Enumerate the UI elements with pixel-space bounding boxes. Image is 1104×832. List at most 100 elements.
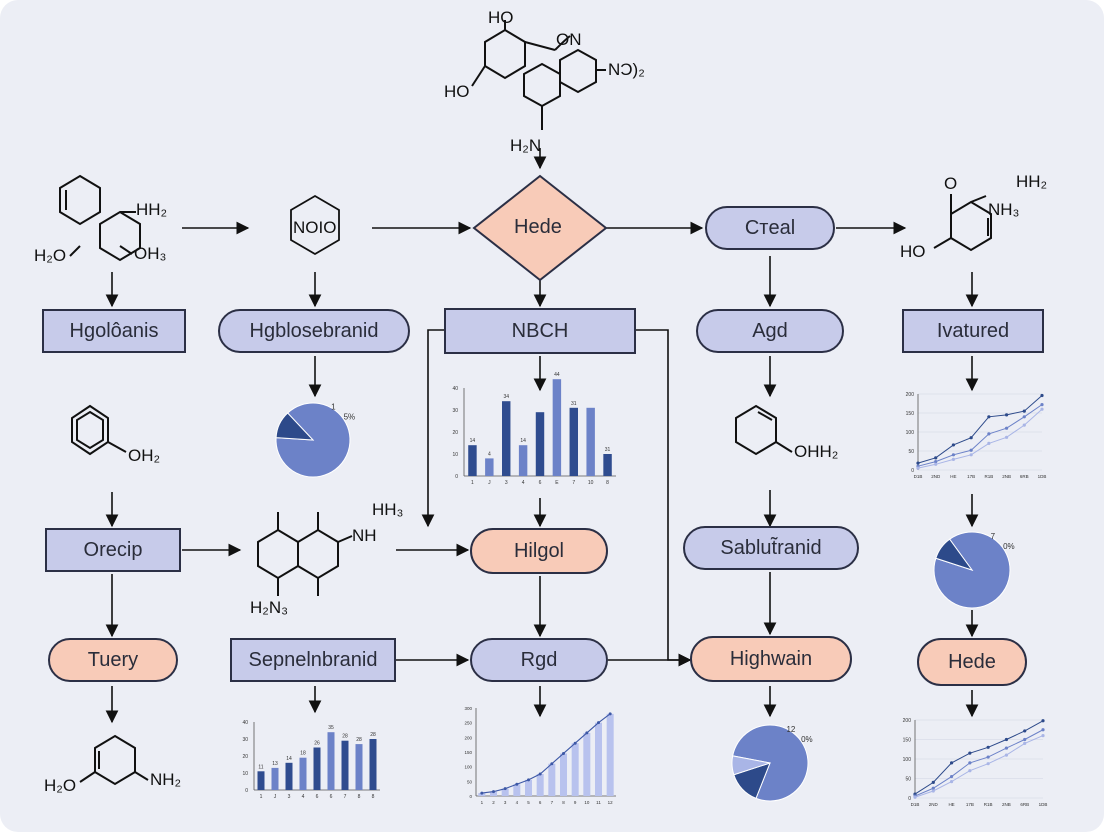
y-tick-label: 0 [911,468,914,474]
x-tick-label: 2ND [931,474,941,479]
x-tick-label: 3 [505,480,508,486]
data-point [1040,407,1044,411]
node-orecip[interactable]: Orecip [45,528,181,572]
pie-label: 0% [801,735,813,744]
data-point [987,432,991,436]
pie-label: 5% [344,413,356,422]
y-tick-label: 0 [455,474,458,480]
data-point [949,774,954,779]
x-tick-label: 7 [551,800,554,805]
bar [271,767,279,790]
node-hgolbanis[interactable]: Hgolôanis [42,309,186,353]
data-point [951,443,956,447]
x-tick-label: 12 [608,800,614,805]
bar-data-label: 4 [488,451,491,457]
x-tick-label: D1B [911,802,920,807]
molecule-bottom [79,734,149,786]
data-point [608,712,612,716]
pie-chart-hgblosebranid: 15% [275,402,356,478]
bar-data-label: 28 [370,732,376,738]
x-tick-label: J [274,794,277,800]
data-point [1004,746,1009,750]
data-point [986,755,990,759]
x-tick-label: 4 [522,480,525,486]
node-ivatured[interactable]: Ivatured [902,309,1044,353]
molecule-top-center [471,20,606,130]
node-creal[interactable]: Cтeal [705,206,835,250]
pie-label: 0% [1003,542,1015,551]
data-point [527,778,530,782]
bar-data-label: 35 [328,725,334,731]
data-point [480,791,484,795]
data-point [1023,741,1027,746]
x-tick-label: 8 [358,794,361,800]
data-point [1041,728,1045,732]
pie-chart-highwain: 120% [731,724,813,802]
bar [548,763,556,796]
node-sepnelnbranid[interactable]: Sepnelnbranid [230,638,396,682]
node-hilgol[interactable]: Hilgol [470,528,608,574]
data-point [1023,729,1027,733]
bar [535,412,545,476]
x-tick-label: 1 [260,794,263,800]
y-tick-label: 150 [906,411,915,417]
node-highwain[interactable]: Highwain [690,636,852,682]
y-tick-label: 20 [452,430,458,436]
x-tick-label: 6 [330,794,333,800]
data-point [585,731,589,735]
node-agd[interactable]: Agd [696,309,844,353]
bar [369,739,377,790]
y-tick-label: 30 [242,737,248,743]
bar [560,753,567,796]
node-tuery[interactable]: Tuery [48,638,178,682]
node-nbch[interactable]: NBCH [444,308,636,354]
bar [257,771,265,790]
node-hgblosebranid[interactable]: Hgblosebranid [218,309,410,353]
x-tick-label: 5 [527,800,530,805]
node-sablutranid[interactable]: Sablut̃ranid [683,526,859,570]
atom-label: OH₂ [128,446,161,465]
x-tick-label: 8 [372,794,375,800]
data-point [968,769,972,773]
node-hede-right[interactable]: Hede [917,638,1027,686]
series-line [917,404,1043,467]
data-point [1022,423,1026,427]
data-point [597,721,600,725]
x-tick-label: 4 [302,794,305,800]
data-point [934,456,938,460]
bar [341,740,349,790]
molecule-2 [290,194,340,256]
data-point [987,415,991,419]
atom-label: NƆ)₂ [608,60,645,79]
series-line [917,395,1043,464]
x-tick-label: 6 [316,794,319,800]
bar [502,401,511,476]
y-tick-label: 200 [906,392,915,398]
atom-label: NH [352,526,377,545]
bar-data-label: 14 [286,756,292,762]
decision-diamond[interactable] [472,174,608,282]
pie-chart-ivatured: 70% [933,531,1015,609]
bar [603,454,612,476]
y-tick-label: 50 [905,777,911,783]
data-point [1004,413,1009,417]
y-tick-label: 50 [908,449,914,455]
bar [606,713,614,796]
data-point [1022,415,1026,419]
atom-label: ON [556,30,582,49]
bar [468,445,477,476]
y-tick-label: 250 [464,721,472,726]
decision-label: Hede [514,216,562,238]
x-tick-label: HE [948,802,954,807]
atom-label: NH₃ [988,200,1020,219]
x-tick-label: 2NB [1002,802,1011,807]
node-rgd[interactable]: Rgd [470,638,608,682]
bar [490,791,497,796]
data-point [934,460,938,464]
y-tick-label: 50 [467,779,473,784]
data-point [931,789,935,793]
